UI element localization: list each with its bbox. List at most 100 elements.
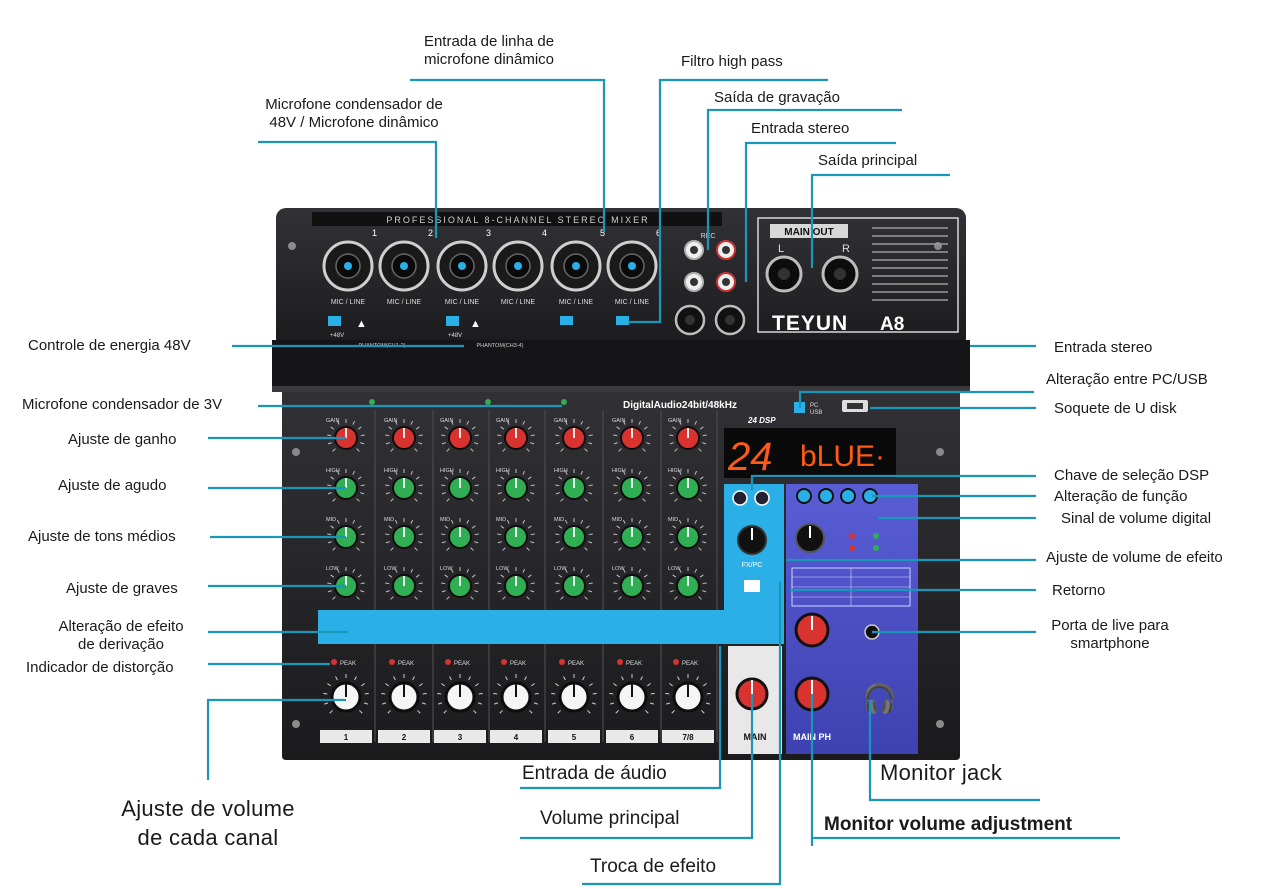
knob-scale-tick	[698, 547, 702, 551]
callout-alteracao-funcao: Alteração de função	[1054, 488, 1188, 505]
knob-label: HIGH	[554, 468, 568, 474]
knob-scale-tick	[522, 470, 526, 475]
callout-porta-live: Porta de live para smartphone	[1051, 617, 1169, 652]
knob-scale-tick	[560, 498, 564, 502]
knob-scale-tick	[410, 519, 414, 524]
knob-scale-tick	[580, 420, 584, 425]
knob-label: MID	[440, 517, 450, 523]
leader-line	[520, 694, 754, 840]
knob-scale-tick	[385, 434, 390, 437]
knob-scale-tick	[466, 519, 470, 524]
volume-scale-tick	[477, 702, 483, 705]
knob-scale-tick	[558, 574, 563, 578]
knob-scale-tick	[360, 492, 365, 495]
input-number: 3	[486, 228, 491, 238]
knob-scale-tick	[558, 476, 563, 480]
volume-scale-tick	[385, 683, 389, 687]
peak-led	[389, 659, 395, 665]
volume-scale-tick	[615, 710, 619, 714]
callout-entrada-audio: Entrada de áudio	[522, 763, 667, 784]
knob-scale-tick	[638, 420, 642, 425]
phantom-led	[369, 399, 375, 405]
knob-scale-tick	[694, 420, 698, 425]
knob-scale-tick	[564, 470, 568, 475]
knob-scale-tick	[669, 442, 674, 445]
digital-audio-label: DigitalAudio24bit/48kHz	[623, 400, 737, 411]
effect-switch	[744, 580, 760, 592]
knob-scale-tick	[474, 492, 479, 495]
knob-scale-tick	[530, 442, 535, 445]
knob-scale-tick	[694, 470, 698, 475]
knob-scale-tick	[699, 426, 704, 430]
knob-scale-tick	[698, 448, 702, 452]
knob-label: LOW	[384, 566, 397, 572]
knob-scale-tick	[646, 492, 651, 495]
knob-scale-tick	[588, 434, 593, 437]
knob-scale-tick	[470, 596, 474, 600]
channel-strips: GAINHIGHMIDLOWFX/PC RECPEAK1GAINHIGHMIDL…	[320, 399, 718, 743]
hpf-button-5	[560, 316, 573, 325]
knob-scale-tick	[530, 484, 535, 487]
knob-scale-tick	[474, 590, 479, 593]
input-number: 4	[542, 228, 547, 238]
volume-scale-tick	[591, 702, 597, 705]
dsp-select-button	[732, 490, 748, 506]
knob-scale-tick	[474, 582, 479, 585]
knob-scale-tick	[388, 426, 393, 430]
channel-number: 5	[572, 733, 577, 742]
knob-scale-tick	[527, 426, 532, 430]
knob-scale-tick	[522, 568, 526, 573]
volume-scale-tick	[705, 702, 711, 705]
knob-scale-tick	[694, 519, 698, 524]
main-out-r: R	[842, 243, 850, 255]
knob-scale-tick	[441, 533, 446, 536]
xlr-jack-led	[628, 262, 636, 270]
knob-scale-tick	[669, 533, 674, 536]
knob-scale-tick	[450, 519, 454, 524]
knob-scale-tick	[530, 533, 535, 536]
knob-scale-tick	[327, 442, 332, 445]
callout-controle-48v: Controle de energia 48V	[28, 337, 191, 354]
knob-scale-tick	[555, 590, 560, 593]
knob-scale-tick	[622, 568, 626, 573]
leader-line	[868, 700, 1040, 802]
leader-line	[706, 108, 902, 250]
volume-scale-tick	[323, 702, 329, 705]
knob-label: MID	[326, 517, 336, 523]
knob-scale-tick	[613, 590, 618, 593]
peak-label: PEAK	[568, 661, 584, 667]
knob-scale-tick	[526, 448, 530, 452]
knob-scale-tick	[698, 596, 702, 600]
knob-scale-tick	[526, 498, 530, 502]
knob-scale-tick	[327, 533, 332, 536]
volume-scale-tick	[449, 676, 452, 681]
volume-scale-tick	[640, 676, 643, 681]
knob-scale-tick	[327, 541, 332, 544]
knob-scale-tick	[356, 498, 360, 502]
knob-scale-tick	[441, 541, 446, 544]
volume-scale-tick	[417, 710, 421, 714]
knob-scale-tick	[444, 574, 449, 578]
knob-scale-tick	[444, 476, 449, 480]
knob-label: MID	[668, 517, 678, 523]
callout-volume-efeito: Ajuste de volume de efeito	[1046, 549, 1223, 566]
knob-scale-tick	[638, 470, 642, 475]
knob-scale-tick	[642, 547, 646, 551]
knob-scale-tick	[418, 492, 423, 495]
knob-scale-tick	[418, 442, 423, 445]
knob-scale-tick	[471, 476, 476, 480]
knob-label: LOW	[554, 566, 567, 572]
knob-scale-tick	[646, 590, 651, 593]
knob-scale-tick	[638, 519, 642, 524]
dsp-badge: 24 DSP	[747, 416, 776, 425]
mixer-bevel-edge	[272, 386, 970, 392]
callout-volume-principal: Volume principal	[540, 808, 680, 829]
volume-scale-tick	[354, 676, 357, 681]
vent-grille	[872, 227, 948, 301]
knob-scale-tick	[418, 533, 423, 536]
knob-scale-tick	[669, 541, 674, 544]
knob-scale-tick	[702, 442, 707, 445]
knob-scale-tick	[390, 596, 394, 600]
knob-scale-tick	[646, 484, 651, 487]
knob-scale-tick	[618, 547, 622, 551]
